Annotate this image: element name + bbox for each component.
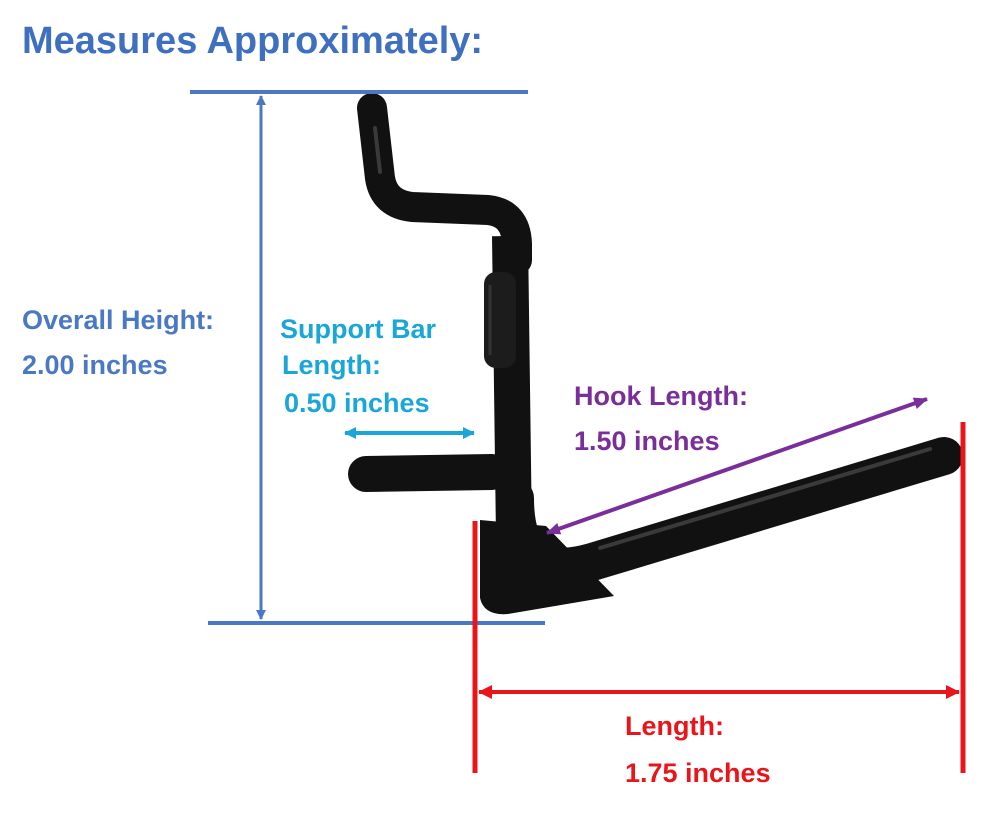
length-label: Length:: [625, 711, 724, 741]
pegboard-hook-icon: [348, 93, 963, 615]
length-dimension: [472, 422, 966, 773]
page-title: Measures Approximately:: [22, 20, 484, 62]
length-value: 1.75 inches: [625, 758, 771, 788]
support-bar-label-line2: Length:: [282, 350, 381, 380]
support-bar-value: 0.50 inches: [284, 388, 430, 418]
hook-length-value: 1.50 inches: [574, 426, 720, 456]
support-bar-label-line1: Support Bar: [280, 314, 437, 344]
overall-height-dimension: [190, 90, 545, 625]
hook-length-arrow: [546, 397, 928, 535]
overall-height-value: 2.00 inches: [22, 350, 168, 380]
overall-height-label: Overall Height:: [22, 305, 215, 335]
hook-length-label: Hook Length:: [574, 381, 748, 411]
